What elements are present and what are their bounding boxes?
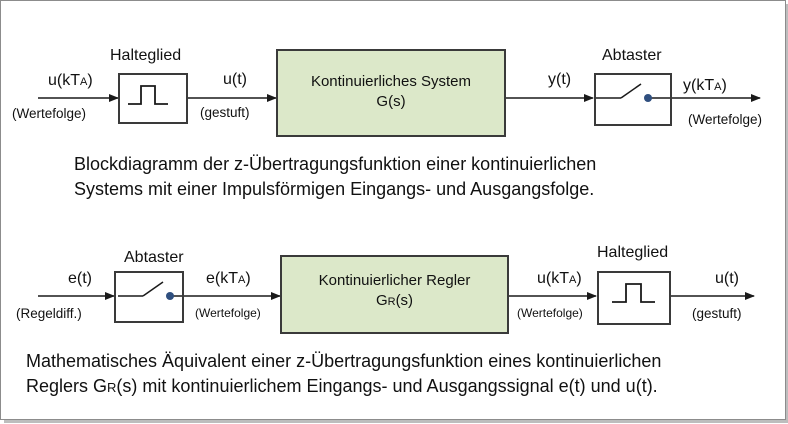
d2-output-label: u(t) [715,270,739,287]
d1-mid-label: u(t) [223,71,247,88]
d2-out-label: u(kTA) [537,270,582,287]
d2-out-note: (Wertefolge) [517,306,583,320]
d1-out-label: y(t) [548,71,572,88]
frame-shadow-right [786,4,788,422]
d1-system-transfer-function: G(s) [376,93,406,110]
d2-regler-block: Kontinuierlicher Regler GR(s) [280,255,509,334]
d2-hold-pulse-icon [612,283,655,303]
d1-hold-pulse-icon [128,85,168,105]
d1-system-block: Kontinuierliches System G(s) [276,49,506,137]
d1-mid-note: (gestuft) [200,105,250,120]
d1-input-note: (Wertefolge) [12,106,87,121]
d1-sampler-title: Abtaster [602,47,662,64]
d2-regler-name: Kontinuierlicher Regler [318,272,471,289]
d2-mid-note: (Wertefolge) [195,306,261,320]
d2-input-label: e(t) [68,270,92,287]
d2-caption-line-1: Mathematisches Äquivalent einer z-Übertr… [26,351,662,371]
d2-sampler-switch-icon [142,281,164,297]
d1-sampler-block [594,73,672,126]
d1-input-label: u(kTA) [48,72,93,89]
d2-sampler-title: Abtaster [124,249,184,266]
frame-shadow-bottom [4,420,788,423]
d2-sampler-dot [166,292,174,300]
d2-output-note: (gestuft) [692,306,742,321]
d2-sampler-block [114,271,184,323]
d1-system-name: Kontinuierliches System [310,73,472,90]
d2-hold-title: Halteglied [597,244,669,261]
d1-caption-line-1: Blockdiagramm der z-Übertragungsfunktion… [74,154,597,174]
d2-hold-block [597,271,671,325]
d1-caption-line-2: Systems mit einer Impulsförmigen Eingang… [74,179,595,199]
d1-output-note: (Wertefolge) [688,112,763,127]
d2-mid-label: e(kTA) [206,270,251,287]
d2-caption-line-2: Reglers GR(s) mit kontinuierlichem Einga… [26,376,658,396]
d1-hold-block [118,73,188,124]
d1-sampler-dot [644,94,652,102]
d1-output-label: y(kTA) [683,77,727,94]
d2-regler-transfer-function: GR(s) [375,292,414,309]
d1-sampler-switch-icon [620,83,642,99]
d2-input-note: (Regeldiff.) [16,306,82,321]
d1-hold-title: Halteglied [110,47,182,64]
